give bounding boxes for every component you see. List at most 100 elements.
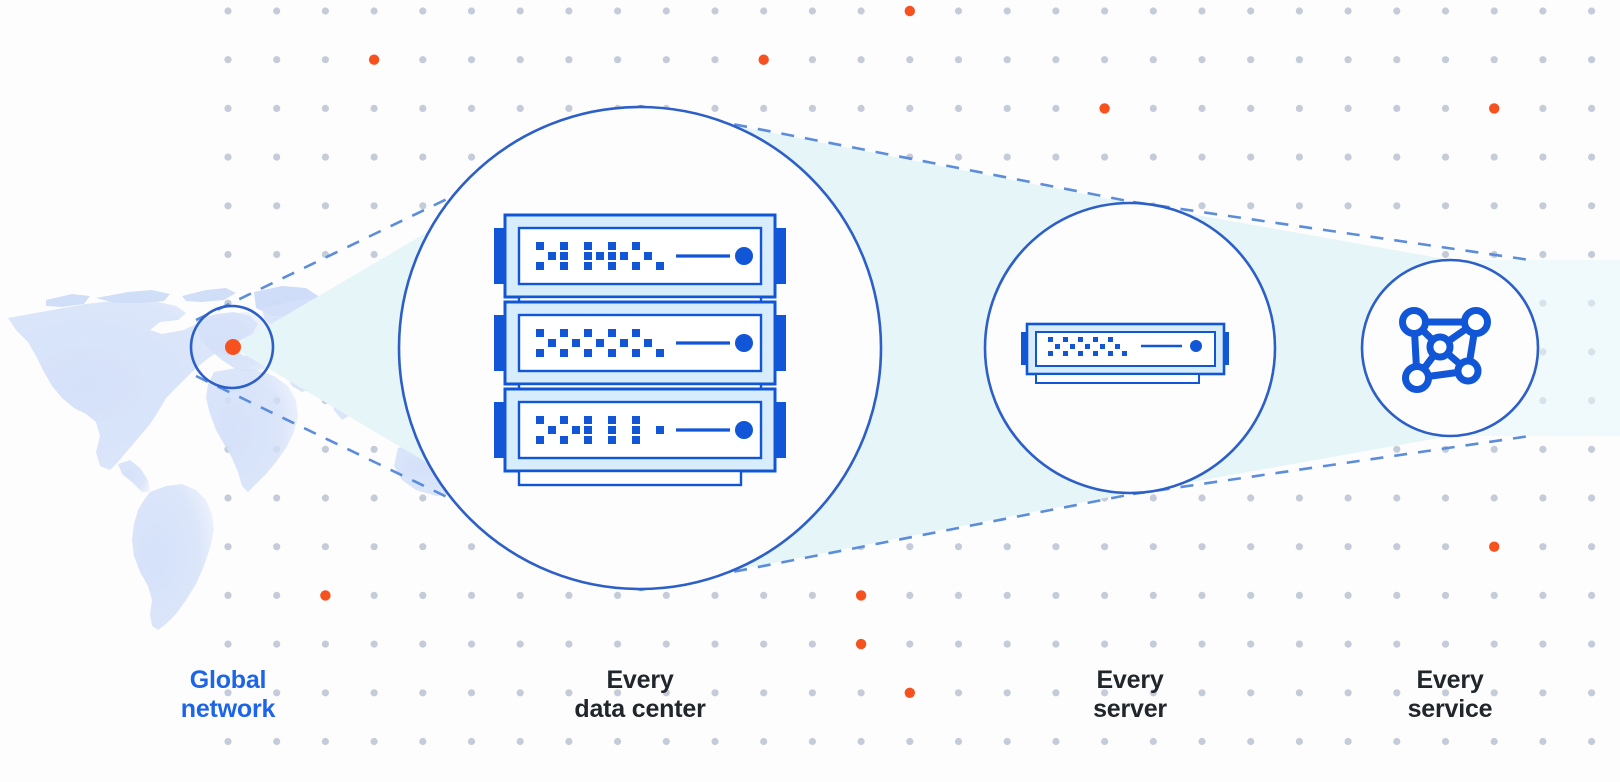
grid-dot bbox=[1393, 543, 1401, 551]
grid-dot bbox=[321, 56, 329, 64]
grid-dot bbox=[1052, 689, 1060, 697]
grid-dot bbox=[273, 689, 281, 697]
grid-dot bbox=[419, 202, 427, 210]
grid-dot bbox=[1344, 494, 1352, 502]
grid-dot bbox=[1295, 7, 1303, 15]
grid-dot bbox=[419, 689, 427, 697]
grid-dot bbox=[1393, 104, 1401, 112]
grid-dot bbox=[1490, 56, 1498, 64]
grid-dot-accent bbox=[1099, 103, 1110, 114]
grid-dot bbox=[1539, 7, 1547, 15]
grid-dot bbox=[1539, 737, 1547, 746]
grid-dot bbox=[1588, 640, 1596, 648]
grid-dot bbox=[1149, 591, 1157, 600]
grid-dot bbox=[1052, 543, 1060, 551]
stage-every-server[interactable] bbox=[983, 201, 1277, 495]
grid-dot bbox=[1441, 591, 1450, 600]
grid-dot bbox=[1344, 56, 1352, 64]
grid-dot bbox=[760, 7, 768, 15]
grid-dot bbox=[1003, 153, 1011, 161]
grid-dot bbox=[1149, 153, 1157, 161]
grid-dot bbox=[370, 543, 378, 551]
grid-dot bbox=[1295, 494, 1303, 502]
grid-dot-accent bbox=[855, 638, 867, 650]
grid-dot bbox=[1490, 153, 1498, 161]
grid-dot bbox=[370, 104, 378, 112]
grid-dot bbox=[614, 7, 622, 15]
grid-dot bbox=[1295, 591, 1303, 600]
grid-dot bbox=[808, 689, 817, 697]
grid-dot bbox=[1149, 737, 1157, 746]
grid-dot bbox=[1247, 104, 1255, 112]
grid-dot bbox=[711, 689, 719, 697]
grid-dot bbox=[224, 56, 232, 64]
grid-dot bbox=[1247, 543, 1255, 551]
grid-dot bbox=[273, 494, 281, 502]
grid-dot bbox=[1539, 543, 1547, 551]
grid-dot bbox=[467, 56, 476, 64]
grid-dot bbox=[954, 543, 963, 551]
grid-dot bbox=[1295, 202, 1303, 210]
grid-dot bbox=[1198, 153, 1206, 161]
grid-dot bbox=[273, 737, 281, 746]
grid-dot bbox=[1101, 7, 1109, 15]
global-network-marker-dot bbox=[225, 339, 241, 355]
grid-dot bbox=[1490, 591, 1498, 600]
grid-dot bbox=[1295, 153, 1303, 161]
grid-dot bbox=[1295, 689, 1303, 697]
grid-dot bbox=[1198, 591, 1206, 600]
grid-dot bbox=[321, 445, 329, 453]
grid-dot bbox=[857, 7, 865, 15]
grid-dot bbox=[1490, 202, 1498, 210]
grid-dot bbox=[1393, 7, 1401, 15]
grid-dot bbox=[1539, 591, 1547, 600]
server-rack-icon bbox=[494, 213, 786, 487]
grid-dot bbox=[321, 689, 329, 697]
grid-dot bbox=[321, 494, 329, 502]
grid-dot bbox=[1247, 7, 1255, 15]
stage-global-network[interactable] bbox=[189, 304, 275, 390]
grid-dot bbox=[321, 153, 329, 161]
grid-dot bbox=[760, 737, 768, 746]
grid-dot bbox=[711, 104, 719, 112]
grid-dot bbox=[1588, 56, 1596, 64]
grid-dot bbox=[1247, 56, 1255, 64]
grid-dot bbox=[1588, 445, 1596, 453]
grid-dot bbox=[1539, 494, 1547, 502]
stage-every-data-center[interactable] bbox=[397, 105, 883, 591]
grid-dot bbox=[419, 56, 427, 64]
grid-dot bbox=[1101, 591, 1109, 600]
grid-dot bbox=[273, 591, 281, 600]
grid-dot bbox=[954, 591, 963, 600]
grid-dot bbox=[224, 153, 232, 161]
grid-dot bbox=[565, 56, 573, 64]
grid-dot bbox=[614, 591, 622, 600]
grid-dot bbox=[224, 202, 232, 210]
grid-dot-accent bbox=[368, 54, 380, 65]
grid-dot bbox=[662, 640, 670, 648]
grid-dot-accent bbox=[758, 54, 769, 65]
grid-dot bbox=[1247, 494, 1255, 502]
grid-dot bbox=[1588, 104, 1596, 112]
grid-dot bbox=[1247, 640, 1255, 648]
grid-dot bbox=[662, 56, 670, 64]
grid-dot bbox=[1149, 7, 1157, 15]
grid-dot bbox=[467, 689, 476, 697]
grid-dot bbox=[516, 591, 524, 600]
single-server-icon bbox=[1021, 322, 1229, 384]
grid-dot bbox=[1441, 56, 1450, 64]
grid-dot bbox=[1588, 737, 1596, 746]
grid-dot bbox=[1588, 543, 1596, 551]
grid-dot bbox=[1393, 689, 1401, 697]
grid-dot bbox=[224, 104, 232, 112]
grid-dot bbox=[954, 640, 963, 648]
grid-dot bbox=[1539, 104, 1547, 112]
stage-every-service[interactable] bbox=[1360, 258, 1540, 438]
grid-dot bbox=[516, 689, 524, 697]
grid-dot bbox=[1052, 104, 1060, 112]
grid-dot bbox=[1344, 689, 1352, 697]
global-network-circle bbox=[189, 304, 275, 390]
grid-dot bbox=[662, 591, 670, 600]
grid-dot bbox=[370, 445, 378, 453]
